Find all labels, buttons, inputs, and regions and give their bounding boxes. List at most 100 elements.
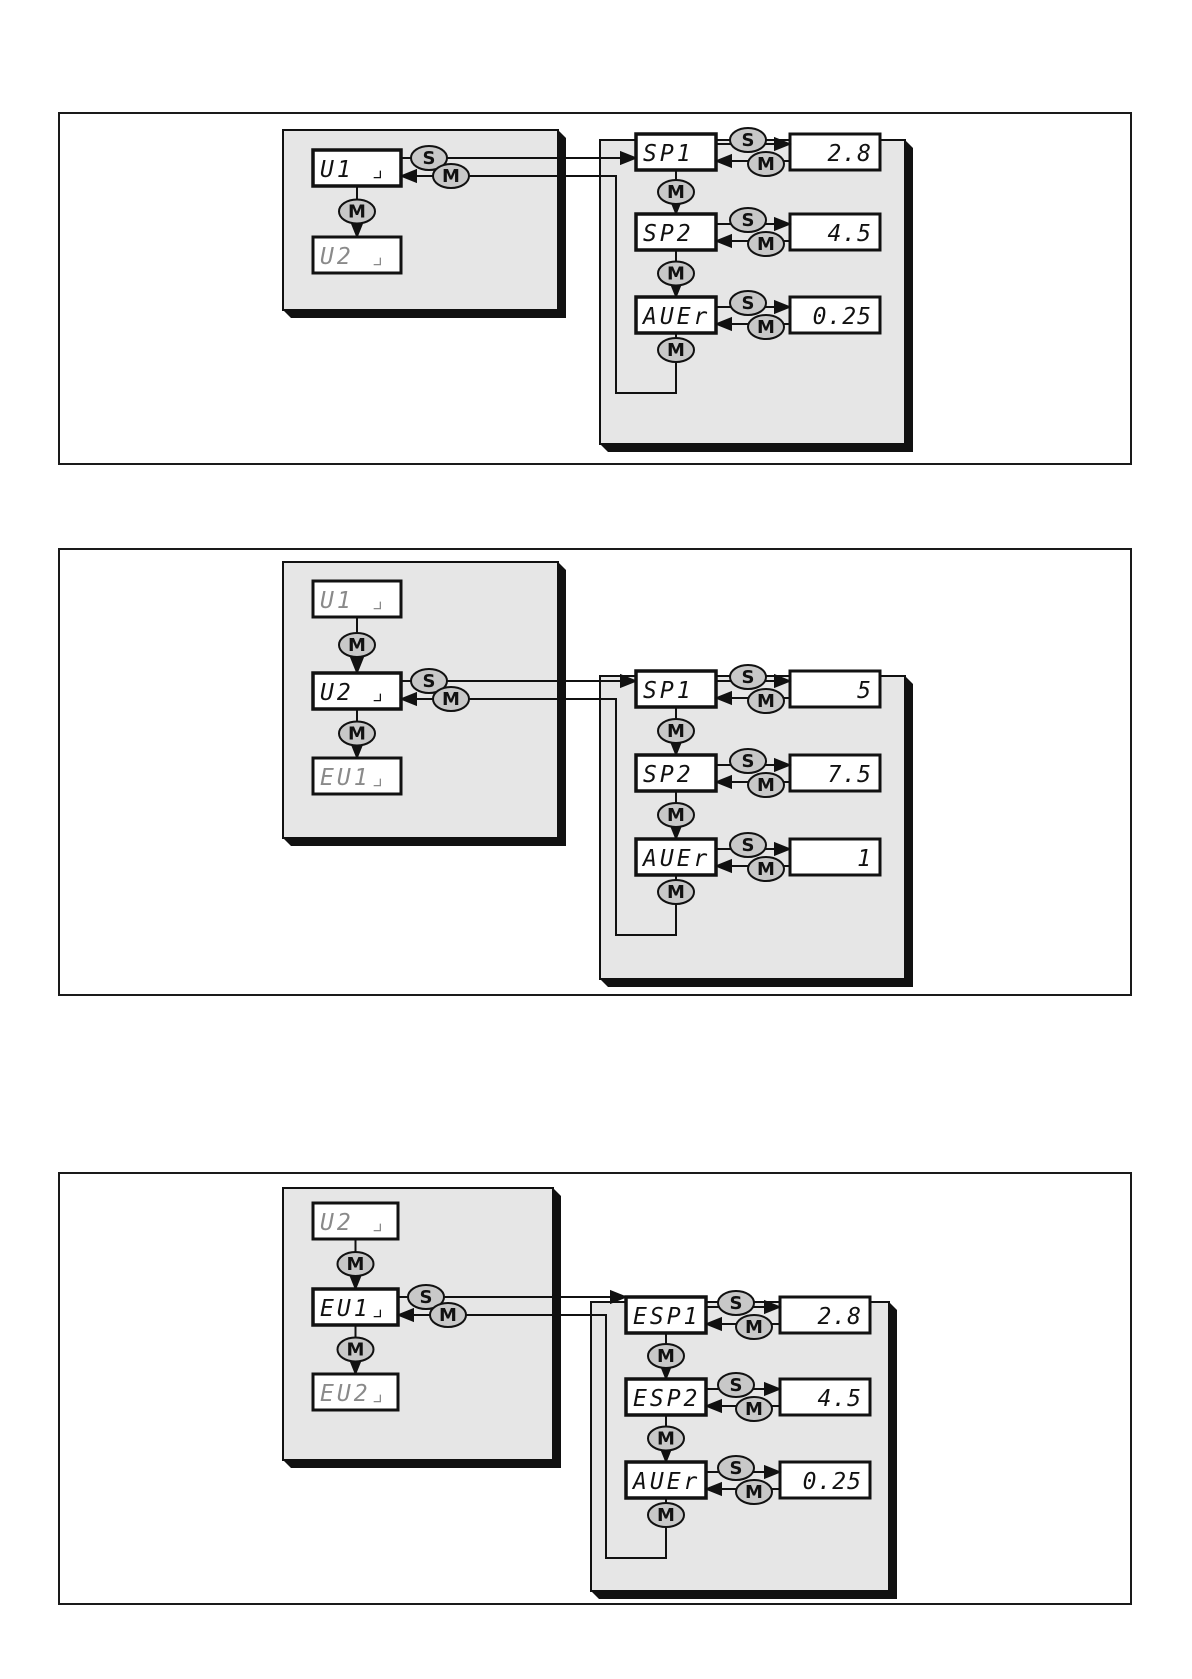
- mode-button[interactable]: M: [748, 315, 784, 339]
- param-sp2[interactable]: SP2: [636, 755, 716, 791]
- mode-button[interactable]: M: [748, 152, 784, 176]
- set-button[interactable]: S: [718, 1291, 754, 1315]
- mode-button[interactable]: M: [339, 200, 375, 224]
- param-value[interactable]: 7.5: [790, 755, 880, 791]
- set-button[interactable]: S: [730, 208, 766, 232]
- param-value[interactable]: 2.8: [790, 134, 880, 170]
- button-label: M: [757, 691, 775, 712]
- menu-item-next[interactable]: EU1⌟: [313, 758, 401, 794]
- display-text: AUEr: [631, 1469, 700, 1495]
- mode-button[interactable]: M: [339, 722, 375, 746]
- mode-button[interactable]: M: [658, 262, 694, 286]
- param-value[interactable]: 2.8: [780, 1297, 870, 1333]
- param-value[interactable]: 4.5: [790, 214, 880, 250]
- menu-item-prev[interactable]: U1 ⌟: [313, 581, 401, 617]
- display-text: EU1⌟: [320, 1296, 387, 1322]
- button-label: S: [742, 667, 755, 688]
- panel-body: [591, 1302, 889, 1591]
- mode-button[interactable]: M: [736, 1397, 772, 1421]
- mode-button[interactable]: M: [658, 338, 694, 362]
- param-esp1[interactable]: ESP1: [626, 1297, 706, 1333]
- param-sp1[interactable]: SP1: [636, 671, 716, 707]
- param-auer[interactable]: AUEr: [636, 297, 716, 333]
- display-text: U1 ⌟: [320, 157, 387, 183]
- display-text: SP1: [643, 678, 694, 704]
- mode-button[interactable]: M: [658, 880, 694, 904]
- param-auer[interactable]: AUEr: [636, 839, 716, 875]
- set-button[interactable]: S: [730, 749, 766, 773]
- mode-button[interactable]: M: [648, 1503, 684, 1527]
- mode-button[interactable]: M: [648, 1344, 684, 1368]
- mode-button[interactable]: M: [338, 1338, 374, 1362]
- set-button[interactable]: S: [730, 291, 766, 315]
- display-text: U2 ⌟: [320, 244, 387, 270]
- button-label: M: [757, 234, 775, 255]
- value-text: 2.8: [827, 141, 872, 167]
- mode-button[interactable]: M: [433, 164, 469, 188]
- mode-button[interactable]: M: [736, 1480, 772, 1504]
- menu-item-active[interactable]: U2 ⌟: [313, 673, 401, 709]
- param-auer[interactable]: AUEr: [626, 1462, 706, 1498]
- param-sp2[interactable]: SP2: [636, 214, 716, 250]
- mode-button[interactable]: M: [748, 773, 784, 797]
- mode-button[interactable]: M: [736, 1315, 772, 1339]
- value-text: 4.5: [827, 221, 872, 247]
- value-text: 7.5: [827, 762, 872, 788]
- mode-button[interactable]: M: [338, 1252, 374, 1276]
- value-text: 0.25: [813, 304, 872, 330]
- mode-button[interactable]: M: [748, 232, 784, 256]
- button-label: S: [742, 130, 755, 151]
- mode-button[interactable]: M: [658, 719, 694, 743]
- button-label: M: [745, 1482, 763, 1503]
- param-value[interactable]: 0.25: [780, 1462, 870, 1498]
- set-button[interactable]: S: [730, 128, 766, 152]
- param-sp1[interactable]: SP1: [636, 134, 716, 170]
- button-label: S: [742, 210, 755, 231]
- set-button[interactable]: S: [718, 1373, 754, 1397]
- param-value[interactable]: 0.25: [790, 297, 880, 333]
- param-esp2[interactable]: ESP2: [626, 1379, 706, 1415]
- mode-button[interactable]: M: [748, 689, 784, 713]
- menu-item-next[interactable]: EU2⌟: [313, 1374, 398, 1410]
- button-label: M: [657, 1429, 675, 1450]
- button-label: S: [730, 1375, 743, 1396]
- param-value[interactable]: 5: [790, 671, 880, 707]
- set-button[interactable]: S: [730, 665, 766, 689]
- button-label: M: [442, 166, 460, 187]
- display-text: SP2: [643, 762, 694, 788]
- mode-button[interactable]: M: [748, 857, 784, 881]
- mode-button[interactable]: M: [430, 1303, 466, 1327]
- menu-item-active[interactable]: EU1⌟: [313, 1289, 398, 1325]
- button-label: M: [757, 317, 775, 338]
- mode-button[interactable]: M: [658, 803, 694, 827]
- button-label: S: [420, 1287, 433, 1308]
- display-text: EU2⌟: [320, 1381, 387, 1407]
- mode-button[interactable]: M: [339, 633, 375, 657]
- mode-button[interactable]: M: [658, 180, 694, 204]
- display-text: EU1⌟: [320, 765, 387, 791]
- button-label: M: [667, 264, 685, 285]
- button-label: M: [745, 1317, 763, 1338]
- menu-item-active[interactable]: U1 ⌟: [313, 150, 401, 186]
- display-text: ESP1: [633, 1304, 700, 1330]
- param-panel-2: [600, 676, 913, 987]
- button-label: M: [757, 859, 775, 880]
- display-text: AUEr: [641, 304, 710, 330]
- menu-item-next[interactable]: U2 ⌟: [313, 237, 401, 273]
- button-label: M: [657, 1505, 675, 1526]
- param-value[interactable]: 1: [790, 839, 880, 875]
- button-label: S: [730, 1458, 743, 1479]
- mode-button[interactable]: M: [433, 687, 469, 711]
- button-label: M: [757, 154, 775, 175]
- display-text: U2 ⌟: [320, 680, 387, 706]
- display-text: U1 ⌟: [320, 588, 387, 614]
- value-text: 1: [857, 846, 872, 872]
- set-button[interactable]: S: [718, 1456, 754, 1480]
- mode-button[interactable]: M: [648, 1427, 684, 1451]
- param-panel-3: [591, 1302, 897, 1599]
- param-value[interactable]: 4.5: [780, 1379, 870, 1415]
- value-text: 4.5: [817, 1386, 862, 1412]
- set-button[interactable]: S: [730, 833, 766, 857]
- menu-item-prev[interactable]: U2 ⌟: [313, 1203, 398, 1239]
- value-text: 2.8: [817, 1304, 862, 1330]
